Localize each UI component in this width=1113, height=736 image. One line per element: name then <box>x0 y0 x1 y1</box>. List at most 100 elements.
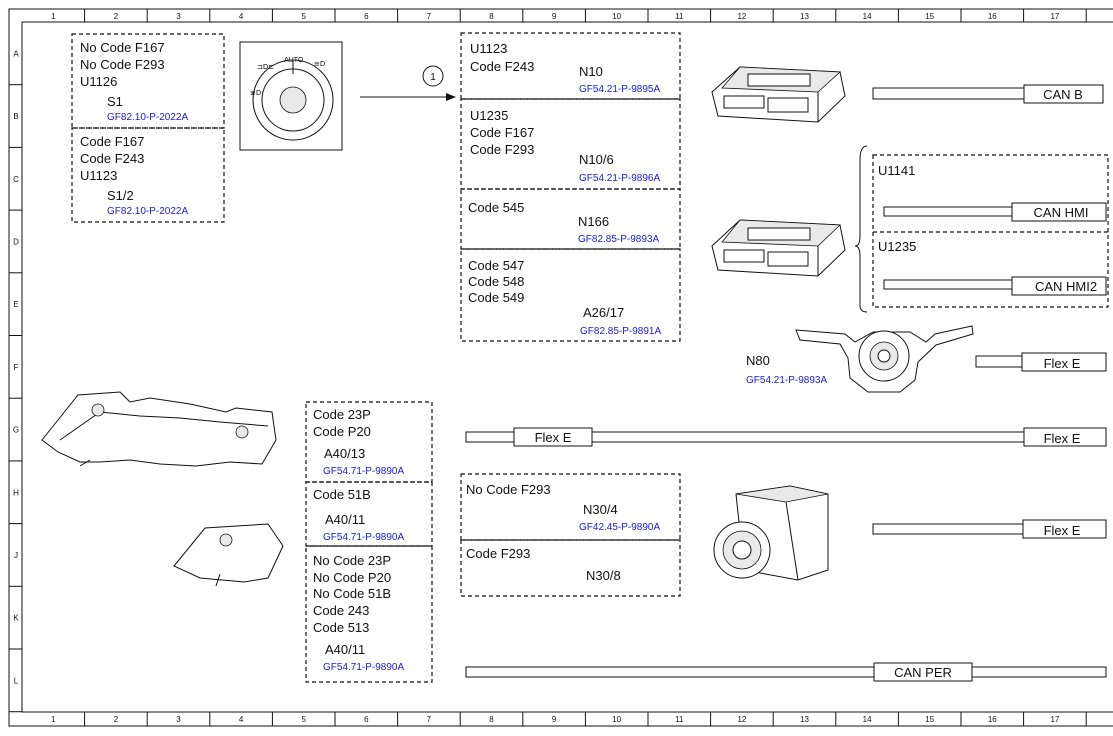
code-text: No Code F293 <box>80 57 165 72</box>
light-switch-image: AUTO ⊐D⊏ ≡D ≢D <box>239 41 343 151</box>
callout-number: 1 <box>430 72 436 83</box>
grid-row-label: H <box>13 488 19 497</box>
code-text: Code F243 <box>80 151 144 166</box>
component-id: A26/17 <box>583 305 624 320</box>
grid-column-label: 3 <box>176 12 181 21</box>
code-text: U1123 <box>470 41 507 56</box>
code-text: Code F293 <box>466 546 530 561</box>
component-id: N10 <box>579 64 603 79</box>
flex-e-camera-bus: Flex E <box>872 519 1107 539</box>
grid-row-label: G <box>13 426 19 435</box>
code-text: Code 513 <box>313 620 369 635</box>
grid-column-label: 4 <box>239 12 244 21</box>
document-reference: GF54.71-P-9890A <box>323 532 404 543</box>
grid-column-label: 1 <box>51 715 56 724</box>
bus-label: Flex E <box>1044 356 1081 371</box>
grid-column-label: 2 <box>114 715 119 724</box>
document-reference: GF82.10-P-2022A <box>107 206 188 217</box>
grid-column-label: 10 <box>612 12 621 21</box>
switch-block-s1: No Code F167 No Code F293 U1126 S1 GF82.… <box>71 33 225 129</box>
code-text: U1126 <box>80 74 117 89</box>
grid-column-label: 12 <box>737 715 746 724</box>
module-block-n166: Code 545 N166 GF82.85-P-9893A <box>460 188 681 250</box>
component-id: N80 <box>746 353 770 368</box>
inner-frame <box>21 21 1113 713</box>
grid-column-label: 7 <box>427 715 432 724</box>
document-reference: GF54.71-P-9890A <box>323 466 404 477</box>
grid-column-label: 11 <box>675 715 684 724</box>
flex-e-middle-bus: Flex E Flex E <box>465 427 1107 447</box>
code-text: Code 549 <box>468 290 524 305</box>
document-reference: GF54.21-P-9893A <box>746 375 827 386</box>
bus-label: CAN PER <box>894 665 952 680</box>
a40-block-1: Code 23P Code P20 A40/13 GF54.71-P-9890A <box>305 401 433 483</box>
switch-block-s1-2: Code F167 Code F243 U1123 S1/2 GF82.10-P… <box>71 127 225 223</box>
document-reference: GF82.85-P-9893A <box>578 234 659 245</box>
camera-module-image <box>713 485 829 581</box>
component-id: A40/13 <box>324 446 365 461</box>
grid-column-label: 9 <box>552 715 557 724</box>
bumper-sensor-bracket-image <box>41 391 277 467</box>
module-block-a26-17: Code 547 Code 548 Code 549 A26/17 GF82.8… <box>460 248 681 342</box>
document-reference: GF82.10-P-2022A <box>107 112 188 123</box>
grid-column-label: 4 <box>239 715 244 724</box>
grid-column-label: 16 <box>988 12 997 21</box>
grid-row-label: L <box>14 676 19 685</box>
grid-column-label: 11 <box>675 12 684 21</box>
code-text: U1123 <box>80 168 117 183</box>
code-text: No Code 23P <box>313 553 391 568</box>
grid-row-label: E <box>13 300 18 309</box>
grid-row-label: D <box>13 237 19 246</box>
grid-row-label: K <box>13 614 19 623</box>
code-text: Code 243 <box>313 603 369 618</box>
grid-column-label: 7 <box>427 12 432 21</box>
code-text: No Code 51B <box>313 586 391 601</box>
grid-column-label: 13 <box>800 12 809 21</box>
bus-label: CAN B <box>1043 87 1083 102</box>
document-reference: GF82.85-P-9891A <box>580 326 661 337</box>
bus-label: Flex E <box>535 430 572 445</box>
module-block-n10-6: U1235 Code F167 Code F293 N10/6 GF54.21-… <box>460 98 681 190</box>
component-id: N30/8 <box>586 568 621 583</box>
component-id: S1/2 <box>107 188 134 203</box>
can-per-bus: CAN PER <box>465 662 1107 682</box>
outer-frame <box>8 8 1113 727</box>
document-reference: GF54.71-P-9890A <box>323 662 404 673</box>
a40-block-2: Code 51B A40/11 GF54.71-P-9890A <box>305 481 433 547</box>
code-text: No Code F293 <box>466 482 551 497</box>
grid-row-label: F <box>14 363 19 372</box>
module-block-n10: U1123 Code F243 N10 GF54.21-P-9895A <box>460 32 681 100</box>
code-text: U1141 <box>878 163 915 178</box>
grid-column-label: 6 <box>364 715 369 724</box>
component-id: N10/6 <box>579 152 614 167</box>
parking-light-icon: ⊐D⊏ <box>257 63 274 71</box>
grid-column-label: 1 <box>51 12 56 21</box>
code-text: Code F167 <box>470 125 534 140</box>
document-reference: GF42.45-P-9890A <box>579 522 660 533</box>
grid-row-label: B <box>13 112 18 121</box>
code-text: Code F243 <box>470 59 534 74</box>
code-text: U1235 <box>470 108 508 123</box>
document-reference: GF54.21-P-9895A <box>579 84 660 95</box>
bus-label: CAN HMI2 <box>1035 279 1097 294</box>
sensor-bracket-image <box>173 523 284 587</box>
document-reference: GF54.21-P-9896A <box>579 173 660 184</box>
auto-position-label: AUTO <box>284 57 304 64</box>
component-id: N166 <box>578 214 609 229</box>
camera-block-n30-4: No Code F293 N30/4 GF42.45-P-9890A <box>460 473 681 541</box>
hmi-bus-group: U1141 CAN HMI U1235 CAN HMI2 <box>854 145 1109 313</box>
code-text: No Code P20 <box>313 570 391 585</box>
fog-light-icon: ≢D <box>250 89 261 97</box>
grid-reference-labels: 1122334455667788991010111112121313141415… <box>9 9 1087 726</box>
grid-row-label: C <box>13 175 19 184</box>
grid-column-label: 5 <box>301 715 306 724</box>
component-id: S1 <box>107 94 123 109</box>
grid-column-label: 15 <box>925 12 934 21</box>
code-text: Code F167 <box>80 134 144 149</box>
grid-column-label: 13 <box>800 715 809 724</box>
code-text: Code 23P <box>313 407 371 422</box>
grid-column-label: 6 <box>364 12 369 21</box>
code-text: Code F293 <box>470 142 534 157</box>
grid-column-label: 12 <box>737 12 746 21</box>
